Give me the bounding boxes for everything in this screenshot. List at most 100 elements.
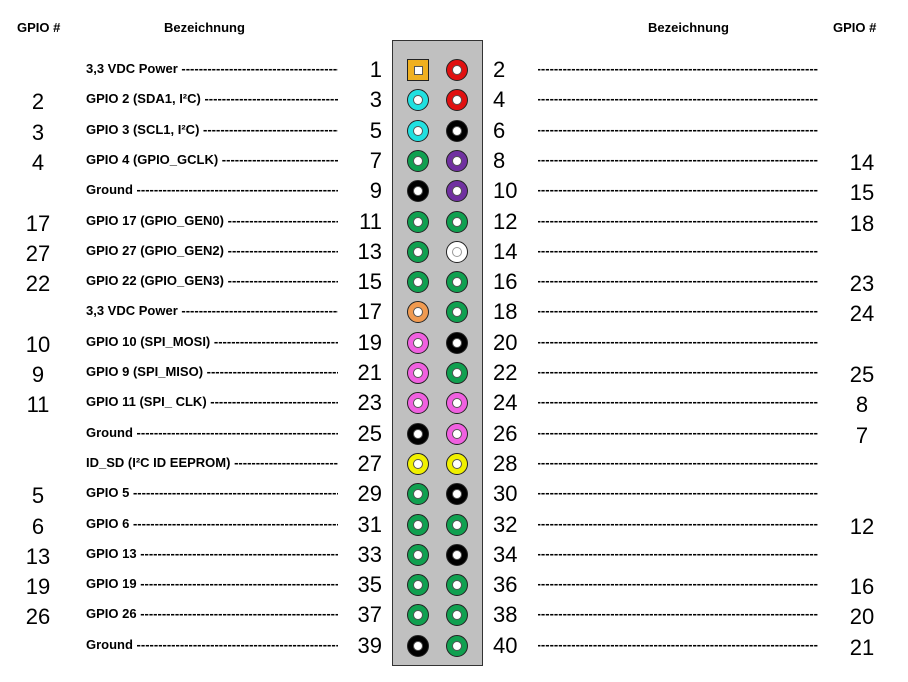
pin-number-left: 21 xyxy=(357,360,382,385)
pin-hole xyxy=(413,337,423,348)
gpio-number-left: 5 xyxy=(31,483,45,509)
pin-label-left: Ground ---------------------------------… xyxy=(86,424,338,440)
pin-label-right: ----------------------------------------… xyxy=(538,209,818,233)
pin-label-left: GPIO 3 (SCL1, I²C) ---------------------… xyxy=(86,121,338,137)
pin-row: 4 GPIO 4 (GPIO_GCLK) --------------------… xyxy=(0,148,908,178)
pin-right-32 xyxy=(446,513,468,536)
gpio-number-right: 23 xyxy=(849,271,875,297)
pin-left-27 xyxy=(407,452,429,475)
pin-left-9 xyxy=(407,180,429,203)
pin-hole xyxy=(413,368,423,378)
pin-label-left: ID_SD (I²C ID EEPROM) ------------------… xyxy=(86,454,338,470)
pin-number-right: 32 xyxy=(493,511,518,537)
pin-right-12 xyxy=(446,210,468,233)
pin-number-left: 3 xyxy=(369,87,382,113)
pin-left-5 xyxy=(407,119,429,142)
pin-row: 3,3 VDC Power --------------------------… xyxy=(0,299,908,329)
pin-hole xyxy=(413,186,423,197)
pin-label-left-text: GPIO 13 xyxy=(86,545,137,561)
header-gpio-left: GPIO # xyxy=(17,20,61,35)
gpio-number-left: 4 xyxy=(31,149,45,175)
pin-label-right: ----------------------------------------… xyxy=(538,148,818,172)
pin-hole xyxy=(452,216,462,227)
pin-right-4 xyxy=(446,89,468,112)
pin-hole xyxy=(413,125,423,136)
pin-hole xyxy=(452,519,462,530)
pin-label-right: ----------------------------------------… xyxy=(538,360,818,384)
pin-label-left: GPIO 22 (GPIO_GEN3) --------------------… xyxy=(86,273,338,289)
pin-hole xyxy=(452,549,462,560)
pin-label-left-text: GPIO 10 (SPI_MOSI) xyxy=(86,333,211,349)
pin-label-left-text: GPIO 26 xyxy=(86,606,137,622)
pin-hole xyxy=(413,580,423,591)
pin-left-17 xyxy=(407,301,429,324)
pin-number-right: 30 xyxy=(493,481,518,507)
pin-row: Ground ---------------------------------… xyxy=(0,178,908,208)
pin-label-left: GPIO 10 (SPI_MOSI) ---------------------… xyxy=(86,333,338,349)
pin-left-7 xyxy=(407,149,429,172)
gpio-number-right: 25 xyxy=(849,362,875,387)
pin-label-left: GPIO 19 --------------------------------… xyxy=(86,576,338,592)
pin-number-right: 38 xyxy=(493,602,518,628)
gpio-number-left: 2 xyxy=(31,89,45,115)
pin-number-right: 6 xyxy=(493,117,506,143)
pin-hole xyxy=(452,246,462,257)
pin-label-left-text: GPIO 2 (SDA1, I²C) xyxy=(86,91,201,107)
gpio-number-right: 8 xyxy=(855,392,869,418)
pin-label-left: GPIO 26 --------------------------------… xyxy=(86,606,338,622)
pin-label-left-text: GPIO 5 xyxy=(86,485,130,501)
pin-number-right: 22 xyxy=(493,360,518,385)
pin-left-21 xyxy=(407,362,429,384)
pin-hole xyxy=(452,580,462,591)
pin-row: 19 GPIO 19 ------------------------------… xyxy=(0,572,908,602)
pin-number-left: 27 xyxy=(357,450,382,476)
pin-label-left-text: GPIO 17 (GPIO_GEN0) xyxy=(86,212,224,228)
pin-hole xyxy=(413,519,423,530)
gpio-number-left: 26 xyxy=(25,604,51,630)
pin-number-left: 7 xyxy=(369,147,382,173)
pin-label-right: ----------------------------------------… xyxy=(538,390,818,414)
pin-hole xyxy=(413,155,423,166)
pin-left-15 xyxy=(407,271,429,294)
gpio-number-left: 11 xyxy=(26,392,50,418)
pin-label-right: ----------------------------------------… xyxy=(538,178,818,202)
pin-hole xyxy=(413,246,423,257)
pin-label-left: GPIO 27 (GPIO_GEN2) --------------------… xyxy=(86,242,338,258)
pin-right-22 xyxy=(446,362,468,384)
pin-hole xyxy=(452,428,462,439)
pin-label-left-text: GPIO 9 (SPI_MISO) xyxy=(86,364,204,379)
pin-number-right: 14 xyxy=(493,238,518,264)
pin-number-left: 23 xyxy=(357,390,382,416)
pin-number-right: 18 xyxy=(493,299,518,325)
pin-hole xyxy=(413,216,423,227)
gpio-number-left: 19 xyxy=(25,574,51,600)
pin-left-11 xyxy=(407,210,429,233)
gpio-number-left: 22 xyxy=(25,271,51,297)
pin-hole xyxy=(452,125,462,136)
pin-left-33 xyxy=(407,543,429,566)
pin-hole xyxy=(413,65,423,75)
pin-left-23 xyxy=(407,392,429,415)
header-name-right: Bezeichnung xyxy=(648,20,729,35)
pin-number-left: 1 xyxy=(369,57,382,82)
pin-number-left: 35 xyxy=(357,572,382,598)
pin-row: 3 GPIO 3 (SCL1, I²C) --------------------… xyxy=(0,118,908,148)
pin-row: ID_SD (I²C ID EEPROM) ------------------… xyxy=(0,451,908,481)
pin-right-40 xyxy=(446,634,468,657)
pin-label-left-text: Ground xyxy=(86,636,133,652)
pin-label-left: GPIO 13 --------------------------------… xyxy=(86,545,338,561)
pin-right-6 xyxy=(446,119,468,142)
pin-number-right: 34 xyxy=(493,541,518,567)
pin-label-right: ----------------------------------------… xyxy=(538,421,818,445)
pin-hole xyxy=(413,277,423,288)
pin-hole xyxy=(413,428,423,439)
pin-number-right: 16 xyxy=(493,269,518,295)
pin-number-left: 31 xyxy=(357,511,382,537)
pin-number-left: 11 xyxy=(359,208,382,234)
pin-right-36 xyxy=(446,574,468,597)
pin-label-left-text: GPIO 4 (GPIO_GCLK) xyxy=(86,151,219,167)
pin-label-left-text: 3,3 VDC Power xyxy=(86,61,178,76)
pin-hole xyxy=(452,489,462,500)
gpio-number-left: 3 xyxy=(31,119,45,145)
